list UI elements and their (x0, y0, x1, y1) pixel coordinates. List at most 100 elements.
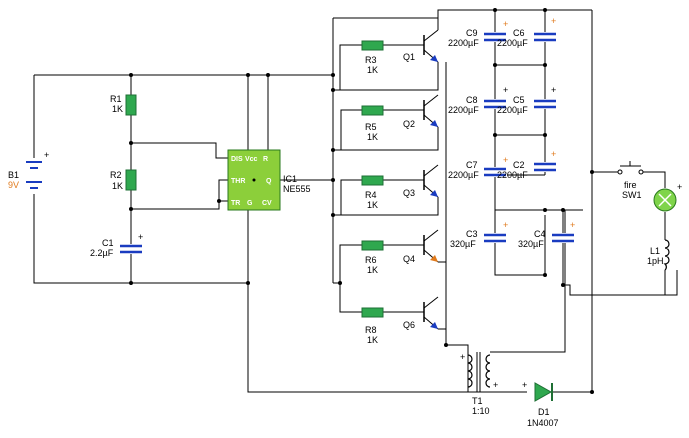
wire-base-2 (333, 44, 362, 91)
junction-dot (543, 273, 547, 277)
capacitor-c8: + C8 2200µF (448, 85, 508, 115)
c8-ref: C8 (466, 95, 478, 105)
wire-base-3 (333, 109, 362, 151)
junction-dot (129, 207, 133, 211)
sw1-ref: SW1 (622, 190, 642, 200)
ic-pin-th: THR (231, 178, 245, 185)
junction-dot (129, 73, 133, 77)
junction-dot (129, 141, 133, 145)
c1-value: 2.2µF (90, 248, 114, 258)
junction-dot (543, 63, 547, 67)
plus-sign: + (522, 380, 527, 390)
junction-dot (129, 281, 133, 285)
junction-dot (331, 148, 335, 152)
c9-value: 2200µF (448, 38, 479, 48)
wire-emitter-q3 (333, 197, 439, 216)
wire-base-4 (333, 179, 362, 216)
ic-pin-vcc: Vcc (245, 156, 258, 163)
resistor-r6: R6 1K (361, 240, 384, 275)
r2-ref: R2 (110, 170, 122, 180)
battery-b1: + B1 9V (8, 150, 49, 194)
junction-dot (338, 281, 342, 285)
diode-d1: + D1 1N4007 (522, 380, 559, 428)
junction-dot (217, 199, 221, 203)
resistor-r1: R1 1K (110, 94, 137, 116)
wire-to-transformer (446, 344, 469, 392)
wire-c4-right (562, 210, 678, 296)
r6-ref: R6 (365, 255, 377, 265)
l1-value: 1pH (647, 256, 664, 266)
wire-sw-right (641, 171, 666, 188)
wire-base-1 (333, 17, 439, 28)
resistor-r2: R2 1K (110, 169, 137, 191)
ic-pin-r: R (263, 156, 268, 163)
plus-sign: + (138, 232, 143, 242)
d1-ref: D1 (538, 407, 550, 417)
r4-ref: R4 (365, 190, 377, 200)
c3-value: 320µF (450, 239, 476, 249)
c1-ref: C1 (102, 238, 114, 248)
r6-value: 1K (367, 265, 378, 275)
r8-ref: R8 (365, 325, 377, 335)
c9-ref: C9 (466, 28, 478, 38)
wiring (33, 9, 678, 393)
wire-th-tr (218, 180, 228, 202)
c4-value: 320µF (518, 239, 544, 249)
wire-base-6 (339, 283, 362, 313)
ic1-ne555: DIS Vcc R THR Q TR G CV IC1 NE555 (227, 149, 311, 211)
plus-sign: + (503, 220, 508, 230)
c6-value: 2200µF (497, 38, 528, 48)
wire-node-r1r2 (131, 142, 228, 159)
c6-ref: C6 (513, 28, 525, 38)
plus-sign: + (503, 155, 508, 165)
junction-dot (543, 133, 547, 137)
plus-sign: + (44, 150, 49, 160)
r3-value: 1K (367, 65, 378, 75)
b1-ref: B1 (8, 170, 19, 180)
t1-value: 1:10 (472, 406, 490, 416)
wire-ic-gnd (247, 210, 527, 393)
junction-dot (561, 208, 565, 212)
c5-ref: C5 (513, 95, 525, 105)
plus-sign: + (503, 19, 508, 29)
plus-sign: + (551, 16, 556, 26)
capacitor-c5: + C5 2200µF (497, 85, 557, 115)
r3-ref: R3 (365, 55, 377, 65)
c4-ref: C4 (534, 229, 546, 239)
wire-emitter-q1 (333, 62, 439, 91)
junction-dot (493, 63, 497, 67)
c2-value: 2200µF (497, 170, 528, 180)
junction-dot (246, 73, 250, 77)
t1-ref: T1 (472, 396, 483, 406)
c8-value: 2200µF (448, 105, 479, 115)
c5-value: 2200µF (497, 105, 528, 115)
transistor-q2: Q2 (403, 94, 439, 129)
ic-pin-q: Q (266, 178, 272, 185)
plus-sign: + (493, 380, 498, 390)
junction-dot (331, 213, 335, 217)
transistor-q4: Q4 (403, 229, 439, 264)
junction-dot (543, 8, 547, 12)
r1-value: 1K (112, 104, 123, 114)
wire-emitter-q4 (438, 261, 447, 345)
c2-ref: C2 (513, 160, 525, 170)
q1-ref: Q1 (403, 52, 415, 62)
wire-emitter-q2 (333, 127, 439, 151)
c3-ref: C3 (466, 229, 478, 239)
junction-dot (493, 133, 497, 137)
r4-value: 1K (367, 200, 378, 210)
sw1-value: fire (624, 180, 637, 190)
capacitor-c3: + C3 320µF (450, 220, 508, 249)
junction-dot (444, 343, 448, 347)
l1-ref: L1 (650, 246, 660, 256)
junction-dot (543, 208, 547, 212)
wire-node-r2c1 (131, 179, 228, 210)
resistor-r4: R4 1K (361, 175, 384, 210)
ic-pin-dis: DIS (231, 156, 243, 163)
wire-l1-bottom (664, 270, 677, 296)
wire-battery-left (33, 75, 248, 284)
wire-c3c4-bottom (494, 215, 546, 276)
junction-dot (266, 73, 270, 77)
junction-dots (129, 8, 594, 394)
r5-value: 1K (367, 132, 378, 142)
